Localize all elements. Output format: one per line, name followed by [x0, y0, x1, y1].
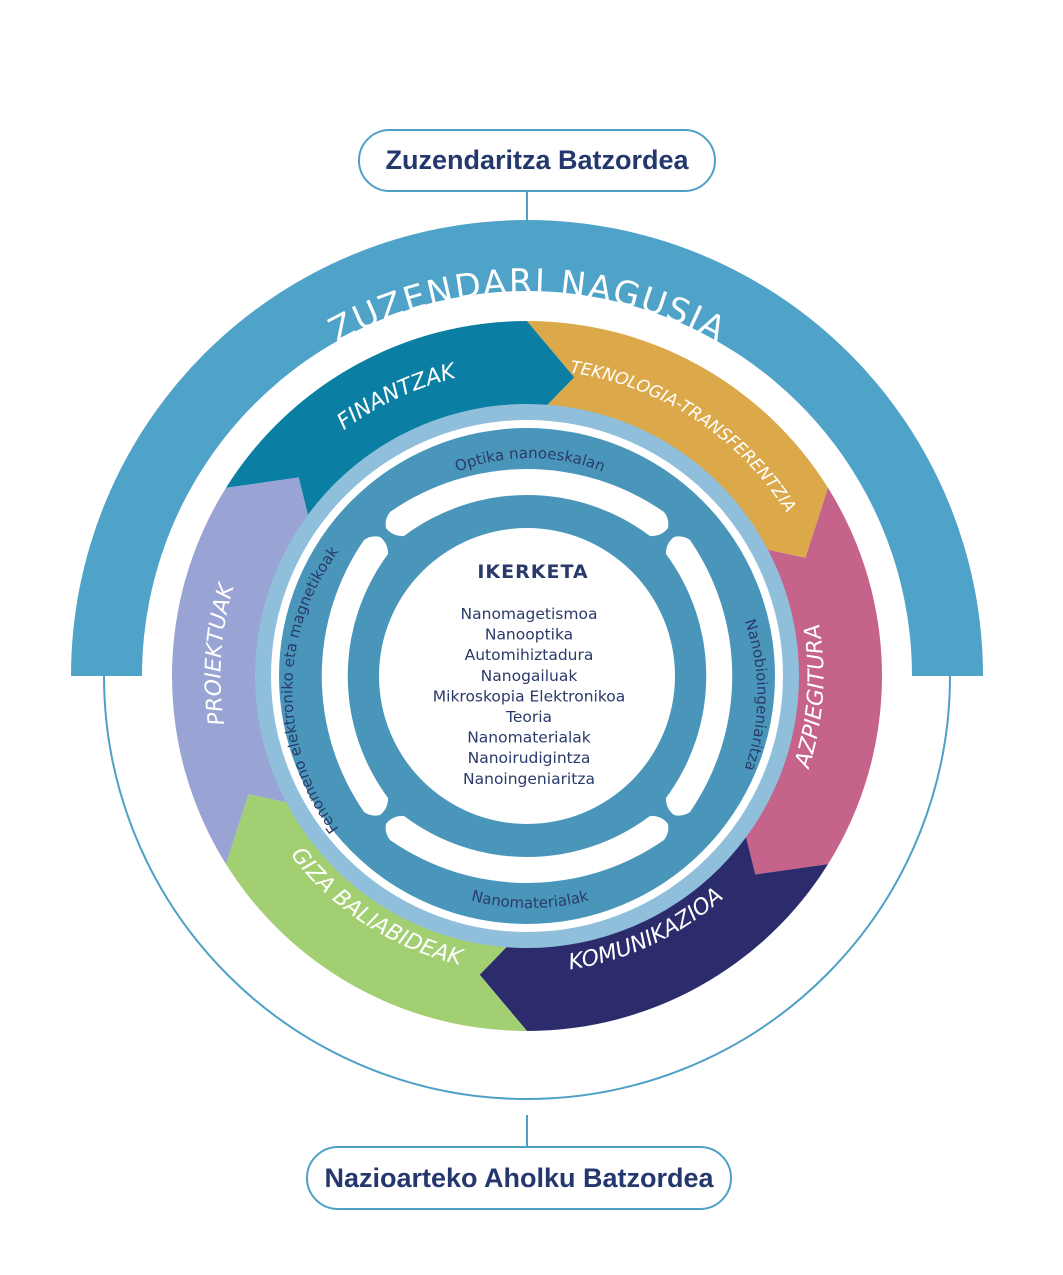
top-committee-label: Zuzendaritza Batzordea — [385, 145, 689, 175]
top-committee-box: Zuzendaritza Batzordea — [358, 129, 716, 192]
research-center-disc — [379, 528, 675, 824]
center-item: Nanomaterialak — [467, 729, 591, 747]
research-area-top-pill — [385, 469, 669, 537]
center-item-list: NanomagetismoaNanooptikaAutomihiztaduraN… — [433, 605, 625, 788]
segment-komunikazioa — [479, 808, 829, 1031]
center-item: Nanomagetismoa — [461, 605, 598, 623]
outer-circle-outline — [103, 675, 951, 1100]
bottom-committee-label: Nazioarteko Aholku Batzordea — [324, 1162, 714, 1193]
research-area-left-pill — [321, 536, 389, 816]
center-item: Mikroskopia Elektronikoa — [433, 687, 625, 705]
center-item: Nanogailuak — [481, 667, 578, 685]
center-item: Nanooptika — [485, 626, 573, 644]
center-item: Nanoingeniaritza — [463, 770, 595, 788]
center-item: Nanoirudigintza — [468, 749, 591, 767]
research-area-bottom-pill — [385, 815, 669, 883]
director-arc — [71, 220, 983, 676]
research-area-right-pill — [665, 536, 733, 816]
segment-giza-baliabideak — [225, 794, 527, 1031]
segment-finantzak — [225, 321, 575, 544]
segment-teknologia-transferentzia — [527, 321, 829, 558]
center-item: Automihiztadura — [465, 646, 594, 664]
bottom-committee-box: Nazioarteko Aholku Batzordea — [306, 1146, 732, 1210]
center-item: Teoria — [505, 708, 552, 726]
center-title: IKERKETA — [477, 561, 588, 583]
